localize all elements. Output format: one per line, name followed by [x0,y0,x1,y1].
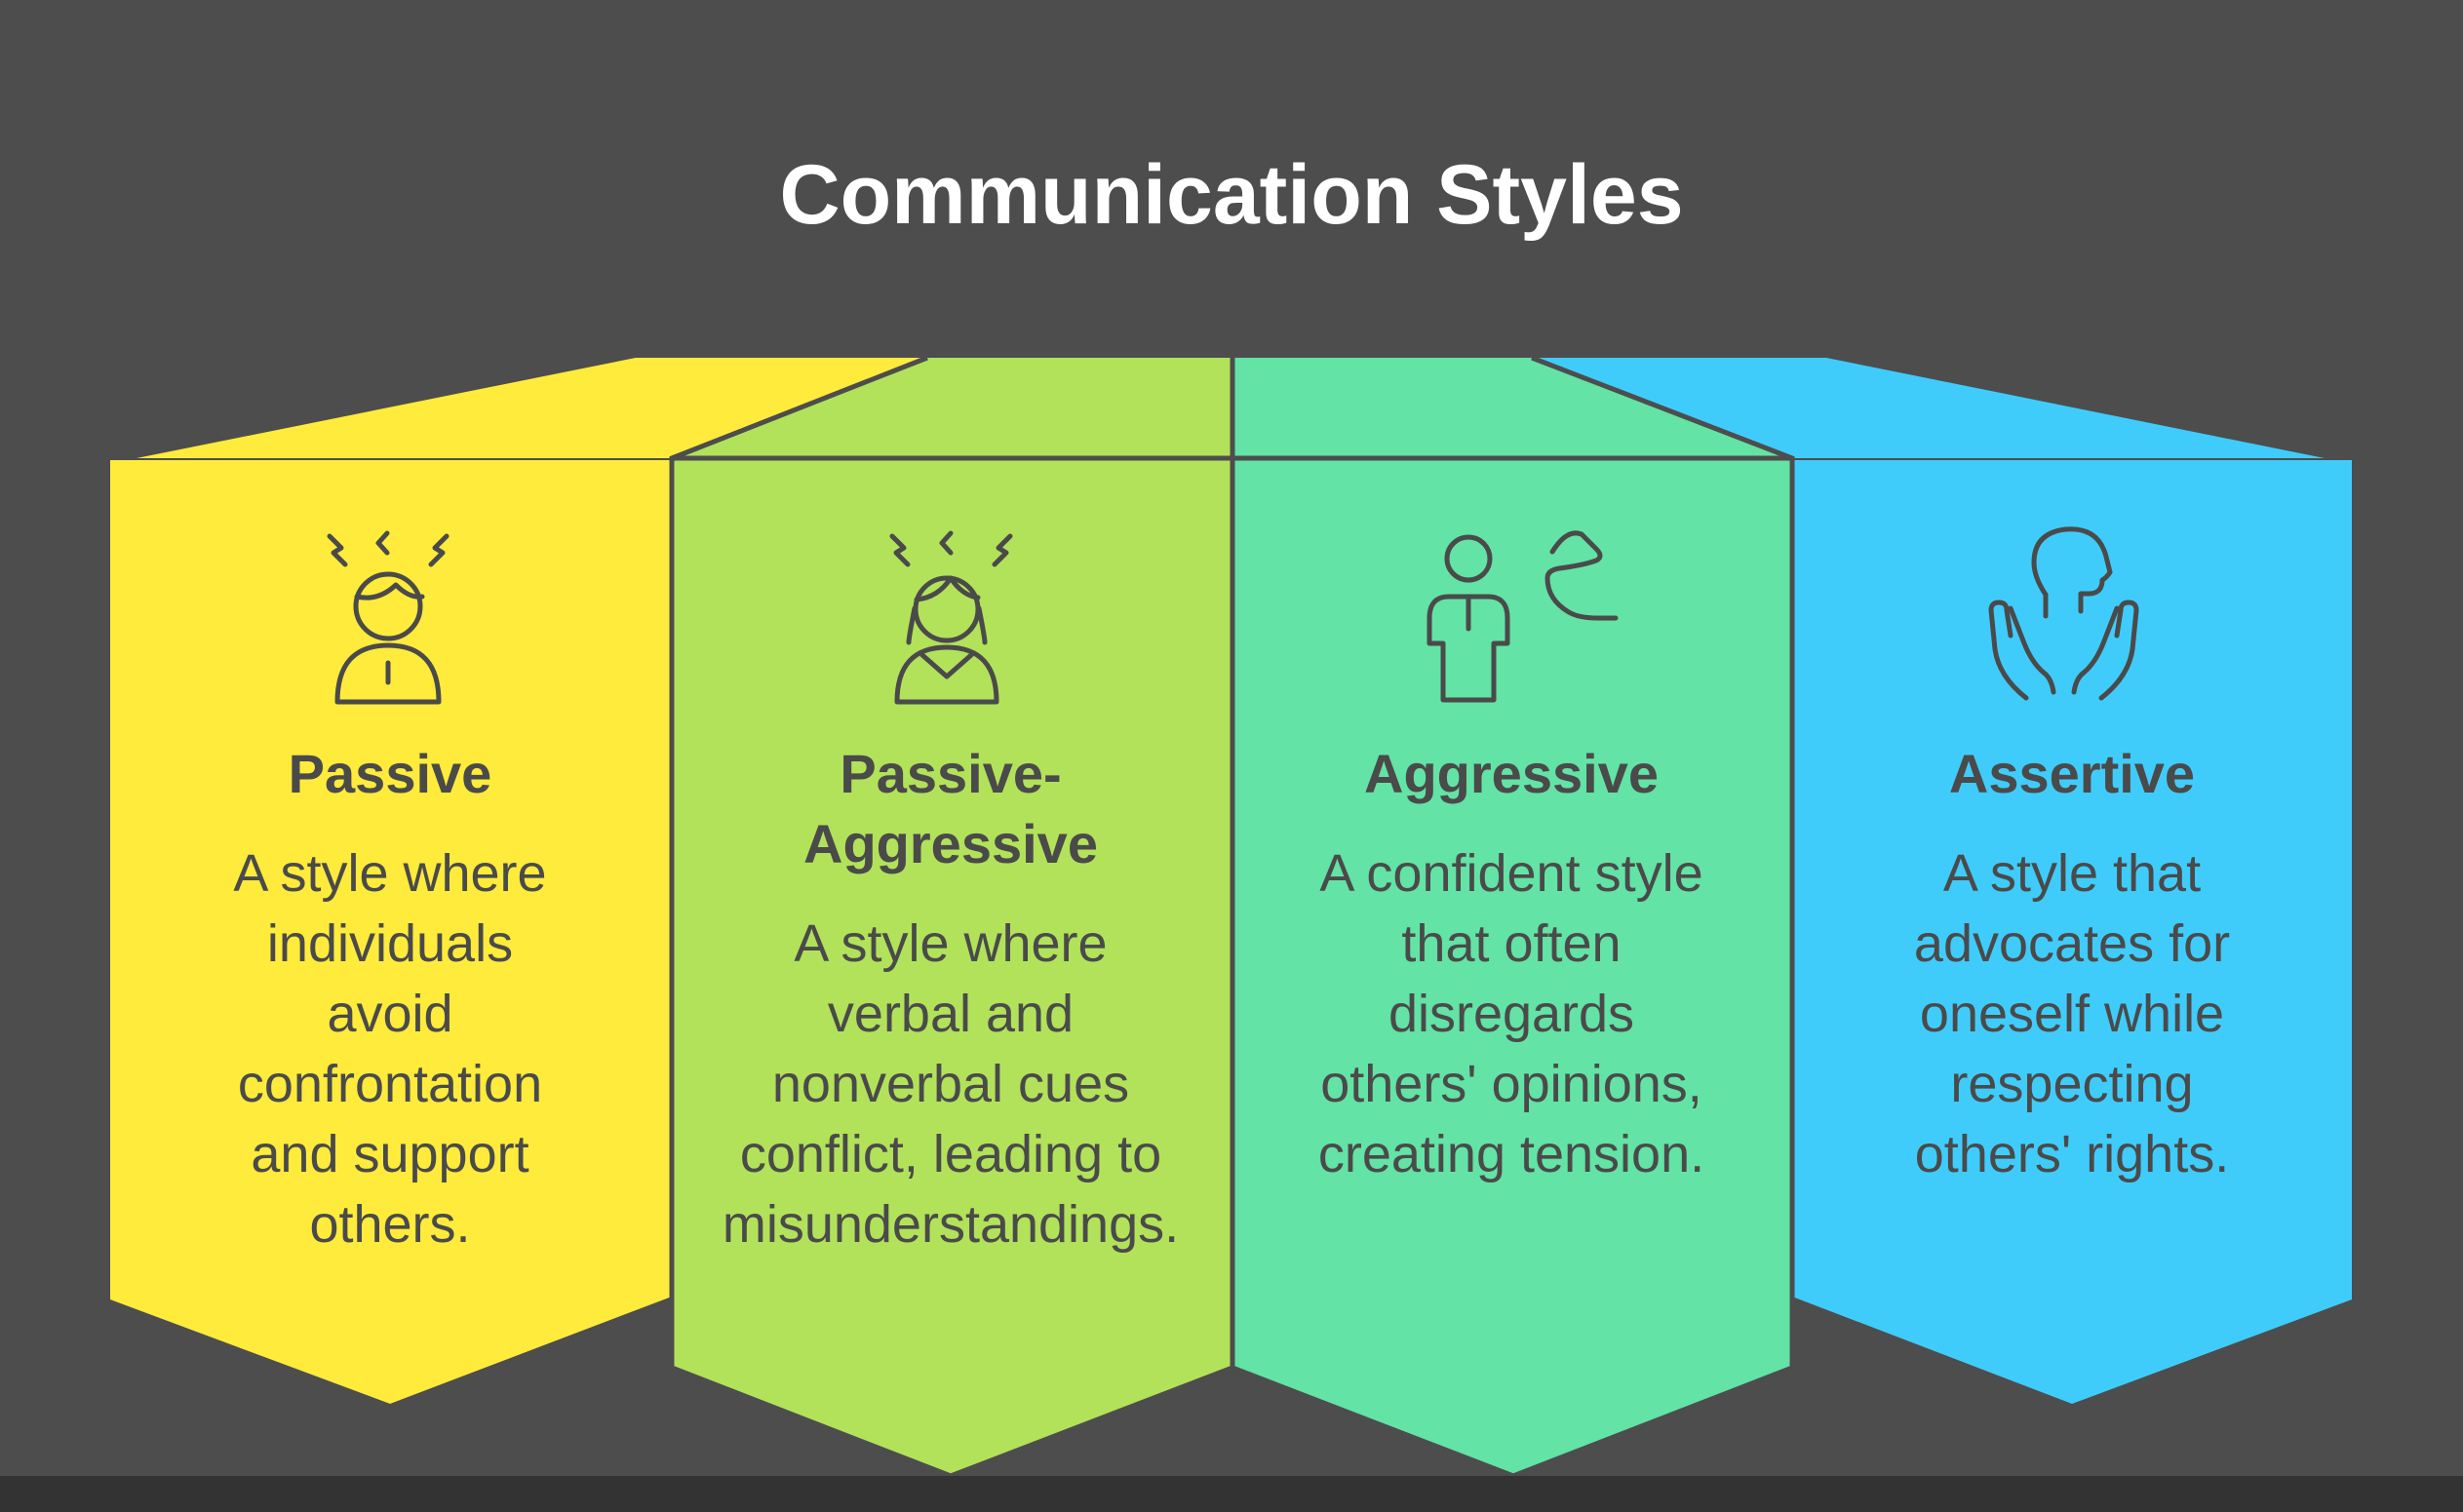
card-heading-line: Passive- [840,743,1062,804]
card-heading-line: Assertive [1948,743,2196,804]
card-description-line: respecting [1950,1055,2194,1113]
card-description-line: conflict, leading to [739,1125,1162,1183]
card-description-line: others' rights. [1914,1125,2230,1183]
card-description-line: A confident style [1319,844,1703,903]
card-lid-passive-aggressive [672,358,1232,458]
card-description-line: avoid [327,985,453,1043]
card-heading-line: Passive [288,743,492,804]
card-description-line: misunderstandings. [722,1195,1180,1254]
page-title: Communication Styles [779,148,1684,242]
card-passive: Passive A style where individuals avoid … [176,739,605,1260]
card-description-line: others' opinions, [1320,1055,1702,1113]
card-heading: Passive- Aggressive [683,739,1219,879]
stressed-person-icon [327,530,450,705]
card-description-line: A style that [1942,844,2202,903]
card-heading: Aggressive [1248,739,1775,809]
card-description: A style that advocates for oneself while… [1814,838,2330,1189]
card-body-passive-aggressive [672,460,1232,1476]
card-heading-line: Aggressive [1364,743,1659,804]
person-shouting-icon [1427,530,1619,703]
card-description: A style where individuals avoid confront… [176,838,605,1260]
card-description-line: confrontation [237,1055,543,1113]
card-description: A style where verbal and nonverbal cues … [683,909,1219,1260]
card-aggressive: Aggressive A confident style that often … [1248,739,1775,1189]
card-description-line: individuals [266,914,514,973]
bottom-bar [0,1476,2463,1512]
card-lid-aggressive [1232,358,1792,458]
card-assertive: Assertive A style that advocates for one… [1814,739,2330,1189]
card-heading: Assertive [1814,739,2330,809]
card-body-passive [110,460,672,1404]
card-heading: Passive [176,739,605,809]
card-description: A confident style that often disregards … [1248,838,1775,1189]
card-description-line: and support [251,1125,529,1183]
card-outline-aggressive [1531,355,1795,1368]
card-description-line: A style where [794,914,1108,973]
frustrated-woman-icon [889,530,1013,705]
card-description-line: disregards [1388,985,1635,1043]
card-body-aggressive [1232,460,1792,1476]
card-passive-aggressive: Passive- Aggressive A style where verbal… [683,739,1219,1260]
card-description-line: advocates for [1913,914,2231,973]
card-heading-line: Aggressive [803,813,1098,874]
card-description-line: creating tension. [1317,1125,1705,1183]
card-description-line: that often [1401,914,1622,973]
card-description-line: A style where [233,844,547,903]
person-open-hands-icon [1988,526,2139,701]
card-body-assertive [1792,460,2352,1404]
card-description-line: others. [309,1195,471,1254]
card-description-line: nonverbal cues [771,1055,1130,1113]
card-description-line: verbal and [827,985,1075,1043]
card-description-line: oneself while [1919,985,2225,1043]
